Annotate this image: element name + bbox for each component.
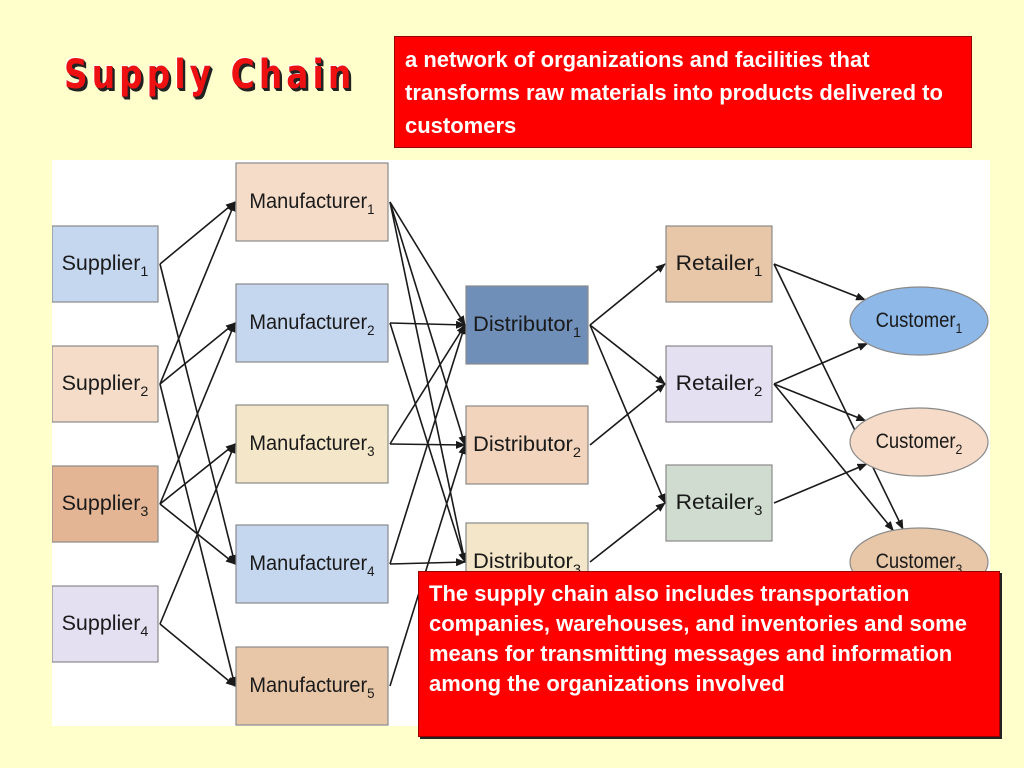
arrow-retailer2-to-customer1	[773, 342, 869, 385]
retailer-shape-3	[665, 464, 773, 542]
manufacturer-node-2: Manufacturer2	[235, 283, 389, 363]
arrow-manufacturer2-to-distributor1	[389, 320, 466, 329]
supplier-shape-2	[52, 345, 159, 423]
arrow-retailer2-to-customer2	[773, 383, 867, 422]
supply-chain-note-callout: The supply chain also includes transport…	[418, 571, 1000, 737]
customer-label-1: Customer1	[876, 309, 963, 336]
arrow-manufacturer5-to-distributor2	[389, 444, 467, 687]
arrow-distributor3-to-retailer3	[589, 502, 666, 563]
arrow-manufacturer4-to-distributor1	[389, 324, 467, 565]
manufacturer-label-5: Manufacturer5	[249, 674, 374, 701]
manufacturer-label-3: Manufacturer3	[249, 432, 374, 459]
definition-callout: a network of organizations and facilitie…	[394, 36, 972, 148]
manufacturer-shape-5	[235, 646, 389, 726]
arrow-supplier4-to-manufacturer3	[159, 443, 236, 625]
arrow-distributor1-to-retailer2	[589, 324, 666, 385]
arrow-distributor2-to-retailer2	[589, 383, 666, 446]
customer-shape-1	[849, 286, 989, 356]
manufacturer-label-1: Manufacturer1	[249, 190, 374, 217]
arrow-retailer2-to-customer3	[773, 383, 894, 532]
manufacturer-node-4: Manufacturer4	[235, 524, 389, 604]
arrow-supplier4-to-manufacturer5	[159, 623, 236, 687]
arrow-supplier1-to-manufacturer1	[159, 201, 236, 265]
arrow-manufacturer3-to-distributor1	[389, 324, 466, 445]
manufacturer-shape-4	[235, 524, 389, 604]
retailer-shape-1	[665, 225, 773, 303]
arrow-supplier3-to-manufacturer3	[159, 443, 236, 505]
manufacturer-label-2: Manufacturer2	[249, 311, 374, 338]
manufacturer-shape-2	[235, 283, 389, 363]
customer-node-2: Customer2	[849, 407, 989, 477]
customer-label-2: Customer2	[876, 430, 963, 457]
customer-node-1: Customer1	[849, 286, 989, 356]
manufacturer-shape-1	[235, 162, 389, 242]
distributor-shape-2	[465, 405, 589, 485]
manufacturer-node-5: Manufacturer5	[235, 646, 389, 726]
manufacturer-node-1: Manufacturer1	[235, 162, 389, 242]
retailer-shape-2	[665, 345, 773, 423]
arrow-supplier3-to-manufacturer2	[159, 322, 236, 505]
arrow-retailer1-to-customer1	[773, 263, 866, 301]
manufacturer-node-3: Manufacturer3	[235, 404, 389, 484]
arrow-supplier2-to-manufacturer2	[159, 322, 236, 385]
customer-shape-2	[849, 407, 989, 477]
arrow-manufacturer1-to-distributor1	[389, 201, 466, 326]
distributor-shape-1	[465, 285, 589, 365]
arrow-retailer1-to-customer3	[773, 263, 904, 530]
arrow-manufacturer1-to-distributor3	[389, 201, 468, 563]
arrow-distributor1-to-retailer1	[589, 263, 666, 326]
manufacturer-shape-3	[235, 404, 389, 484]
arrow-supplier2-to-manufacturer1	[159, 201, 236, 385]
supplier-shape-1	[52, 225, 159, 303]
manufacturer-label-4: Manufacturer4	[249, 552, 374, 579]
customer-label-3: Customer3	[876, 550, 963, 577]
arrow-retailer3-to-customer2	[773, 463, 868, 504]
slide-title: Supply Chain	[64, 52, 356, 98]
supplier-shape-3	[52, 465, 159, 543]
supplier-shape-4	[52, 585, 159, 663]
